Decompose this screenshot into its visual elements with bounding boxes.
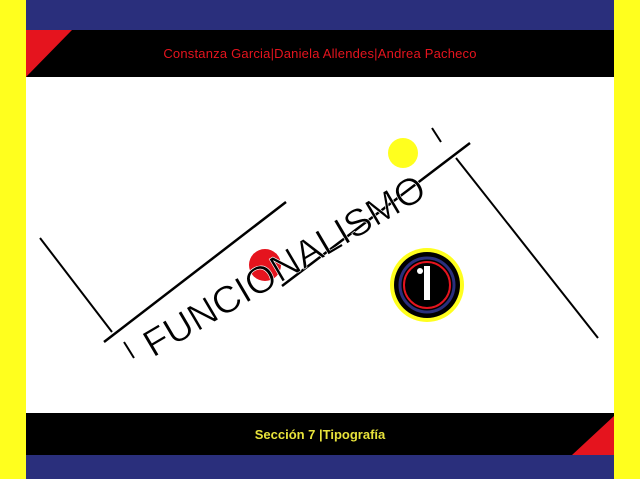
diagonal-line [281, 142, 471, 287]
corner-triangle-red-icon [572, 416, 614, 455]
right-yellow-band [614, 0, 640, 479]
diagonal-line [103, 201, 287, 343]
circular-emblem-icon [390, 248, 464, 322]
bottom-navy-band [0, 455, 640, 479]
tick-mark [431, 127, 442, 143]
left-yellow-band [0, 0, 26, 479]
diagonal-line [455, 157, 599, 339]
author-credits: Constanza Garcia|Daniela Allendes|Andrea… [163, 46, 477, 61]
top-navy-band [0, 0, 640, 30]
red-circle [249, 249, 281, 281]
corner-triangle-red-icon [26, 30, 72, 77]
section-caption: Sección 7 |Tipografía [254, 426, 386, 442]
header-strip [26, 30, 614, 77]
footer-strip [26, 413, 614, 455]
diagonal-line [39, 237, 113, 333]
yellow-circle [388, 138, 418, 168]
tick-mark [123, 341, 135, 359]
title-word: FUNCIONALISMO [136, 167, 433, 366]
